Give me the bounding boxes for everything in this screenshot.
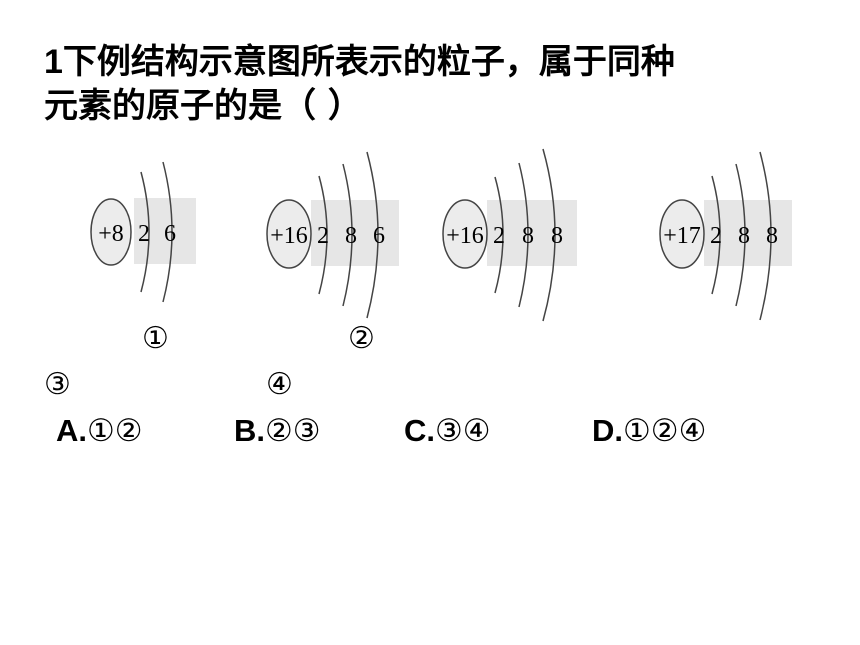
electron-shell-arc <box>518 162 529 308</box>
shell-electron-count: 2 <box>138 221 150 247</box>
shell-electron-count: 8 <box>766 223 778 249</box>
electron-shell-arc <box>162 161 173 303</box>
electron-shell-arc <box>140 171 150 293</box>
shell-electron-count: 6 <box>373 223 385 249</box>
nucleus-charge: +16 <box>270 223 308 249</box>
shell-electron-count: 6 <box>164 221 176 247</box>
option-choice: ①②④ <box>623 413 707 449</box>
electron-shell-arc <box>759 151 772 321</box>
shell-electron-count: 2 <box>710 223 722 249</box>
question-number: 1 <box>44 43 63 81</box>
diagram-label-2: ② <box>348 321 375 356</box>
atom-diagram-2: +16 2 8 6 <box>265 148 405 323</box>
option-letter: A. <box>56 413 87 448</box>
option-letter: B. <box>234 413 265 448</box>
nucleus-circle <box>442 199 488 269</box>
nucleus-circle <box>90 198 132 266</box>
option-choice: ②③ <box>265 413 321 449</box>
option-c[interactable]: C.③④ <box>404 412 491 450</box>
diagram-label-4: ④ <box>266 367 293 402</box>
answer-options: A.①② B.②③ C.③④ D.①②④ <box>0 412 860 452</box>
electron-shell-arc <box>494 176 504 294</box>
shell-electron-count: 8 <box>738 223 750 249</box>
nucleus-charge: +8 <box>98 221 124 247</box>
shell-electron-count: 8 <box>345 223 357 249</box>
electron-shell-arc <box>342 163 353 307</box>
atom-diagram-4: +17 2 8 8 <box>658 148 798 326</box>
electron-shell-arc <box>366 151 379 319</box>
nucleus-circle <box>266 199 312 269</box>
option-choice: ①② <box>87 413 143 449</box>
option-choice: ③④ <box>435 413 491 449</box>
shell-electron-count: 2 <box>493 223 505 249</box>
option-a[interactable]: A.①② <box>56 412 143 450</box>
diagram-label-3: ③ <box>44 367 71 402</box>
option-d[interactable]: D.①②④ <box>592 412 706 450</box>
diagram-label-1: ① <box>142 321 169 356</box>
option-letter: C. <box>404 413 435 448</box>
electron-shell-arc <box>318 175 328 295</box>
question-line-2: 元素的原子的是（ ） <box>44 86 362 126</box>
shell-electron-count: 8 <box>551 223 563 249</box>
shell-electron-count: 2 <box>317 223 329 249</box>
question-stem-part-1: 下例结构示意图所表示的粒子，属于同种 <box>62 42 675 82</box>
shell-background <box>134 198 196 264</box>
question-text: 1下例结构示意图所表示的粒子，属于同种 元素的原子的是（ ） <box>44 40 824 128</box>
nucleus-charge: +16 <box>446 223 484 249</box>
nucleus-circle <box>659 199 705 269</box>
question-line-1: 1下例结构示意图所表示的粒子，属于同种 <box>44 40 824 84</box>
shell-electron-count: 8 <box>522 223 534 249</box>
atom-diagram-3: +16 2 8 8 <box>441 145 591 325</box>
atom-diagram-1: +8 2 6 <box>86 150 206 310</box>
nucleus-charge: +17 <box>663 223 701 249</box>
electron-shell-arc <box>542 148 556 322</box>
electron-shell-arc <box>735 163 746 307</box>
electron-shell-arc <box>711 175 721 295</box>
option-letter: D. <box>592 413 623 448</box>
option-b[interactable]: B.②③ <box>234 412 321 450</box>
